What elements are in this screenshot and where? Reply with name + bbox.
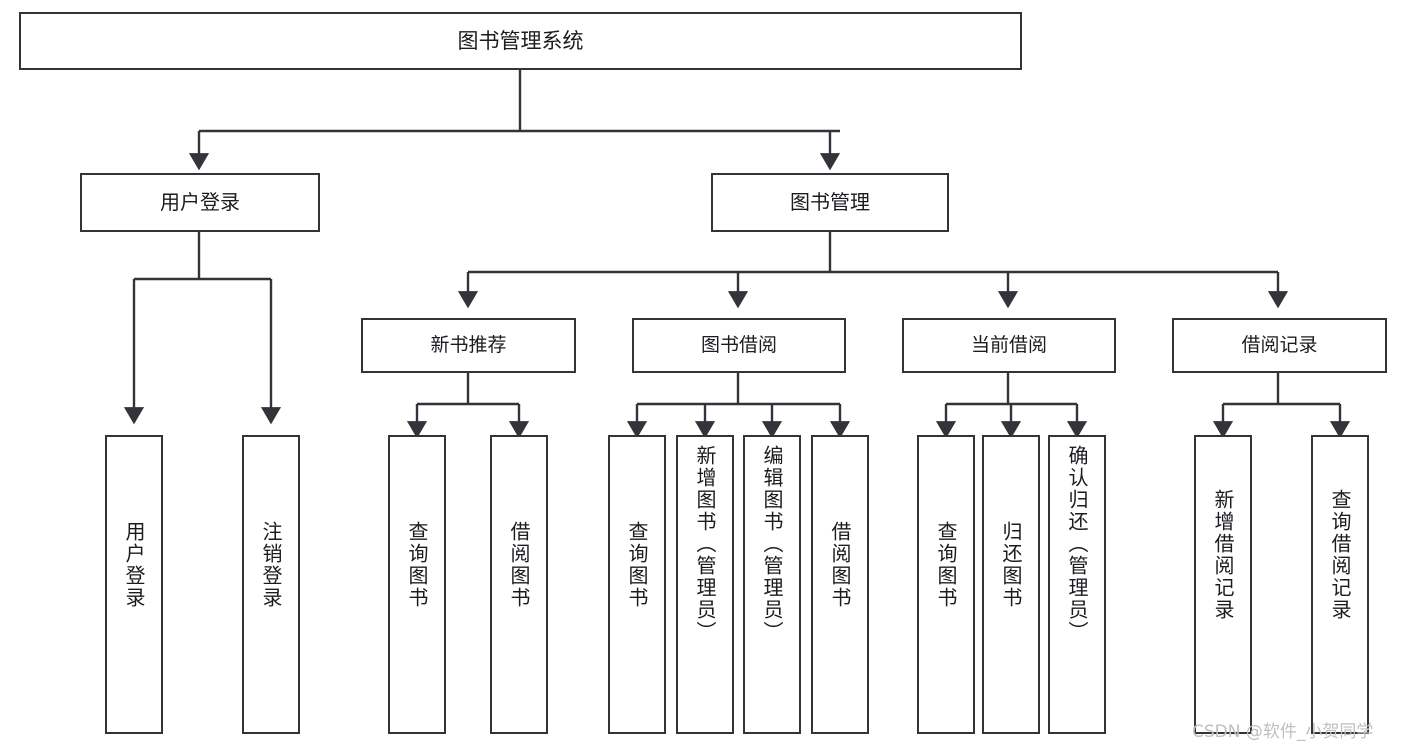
node-label: 查询图书 <box>934 521 958 609</box>
node-label: 借阅图书 <box>507 521 531 609</box>
node-label: 当前借阅 <box>970 334 1047 357</box>
leaf-user-login-logout[interactable]: 注销登录 <box>242 435 300 734</box>
node-label: 图书管理 <box>790 189 870 214</box>
node-current-borrow[interactable]: 当前借阅 <box>902 318 1116 373</box>
leaf-new-book-borrow-book[interactable]: 借阅图书 <box>490 435 548 734</box>
leaf-current-borrow-query-book[interactable]: 查询图书 <box>917 435 975 734</box>
node-label: 新增图书（管理员） <box>693 445 717 643</box>
csdn-watermark: CSDN @软件_小贺同学 <box>1192 722 1374 742</box>
node-book-borrow[interactable]: 图书借阅 <box>632 318 846 373</box>
node-label: 查询借阅记录 <box>1328 489 1352 621</box>
node-book-management[interactable]: 图书管理 <box>711 173 949 232</box>
leaf-book-borrow-query-book[interactable]: 查询图书 <box>608 435 666 734</box>
node-label: 图书管理系统 <box>457 28 584 53</box>
node-borrow-record[interactable]: 借阅记录 <box>1172 318 1387 373</box>
node-label: 借阅记录 <box>1241 334 1318 357</box>
node-label: 借阅图书 <box>828 521 852 609</box>
node-user-login[interactable]: 用户登录 <box>80 173 320 232</box>
node-label: 图书借阅 <box>700 334 777 357</box>
node-label: 注销登录 <box>259 521 283 609</box>
leaf-user-login-login[interactable]: 用户登录 <box>105 435 163 734</box>
node-label: 查询图书 <box>625 521 649 609</box>
node-label: 用户登录 <box>160 189 240 214</box>
node-label: 新书推荐 <box>430 334 507 357</box>
leaf-current-borrow-confirm-return-admin[interactable]: 确认归还（管理员） <box>1048 435 1106 734</box>
node-label: 新增借阅记录 <box>1211 489 1235 621</box>
node-root-system[interactable]: 图书管理系统 <box>19 12 1022 70</box>
leaf-borrow-record-add-record[interactable]: 新增借阅记录 <box>1194 435 1252 734</box>
leaf-book-borrow-edit-book-admin[interactable]: 编辑图书（管理员） <box>743 435 801 734</box>
leaf-book-borrow-add-book-admin[interactable]: 新增图书（管理员） <box>676 435 734 734</box>
leaf-new-book-query-book[interactable]: 查询图书 <box>388 435 446 734</box>
node-label: 确认归还（管理员） <box>1065 445 1089 643</box>
leaf-borrow-record-query-record[interactable]: 查询借阅记录 <box>1311 435 1369 734</box>
node-label: 用户登录 <box>122 521 146 609</box>
node-label: 查询图书 <box>405 521 429 609</box>
node-new-book-recommend[interactable]: 新书推荐 <box>361 318 576 373</box>
node-label: 编辑图书（管理员） <box>760 445 784 643</box>
leaf-book-borrow-borrow-book[interactable]: 借阅图书 <box>811 435 869 734</box>
node-label: 归还图书 <box>999 521 1023 609</box>
leaf-current-borrow-return-book[interactable]: 归还图书 <box>982 435 1040 734</box>
